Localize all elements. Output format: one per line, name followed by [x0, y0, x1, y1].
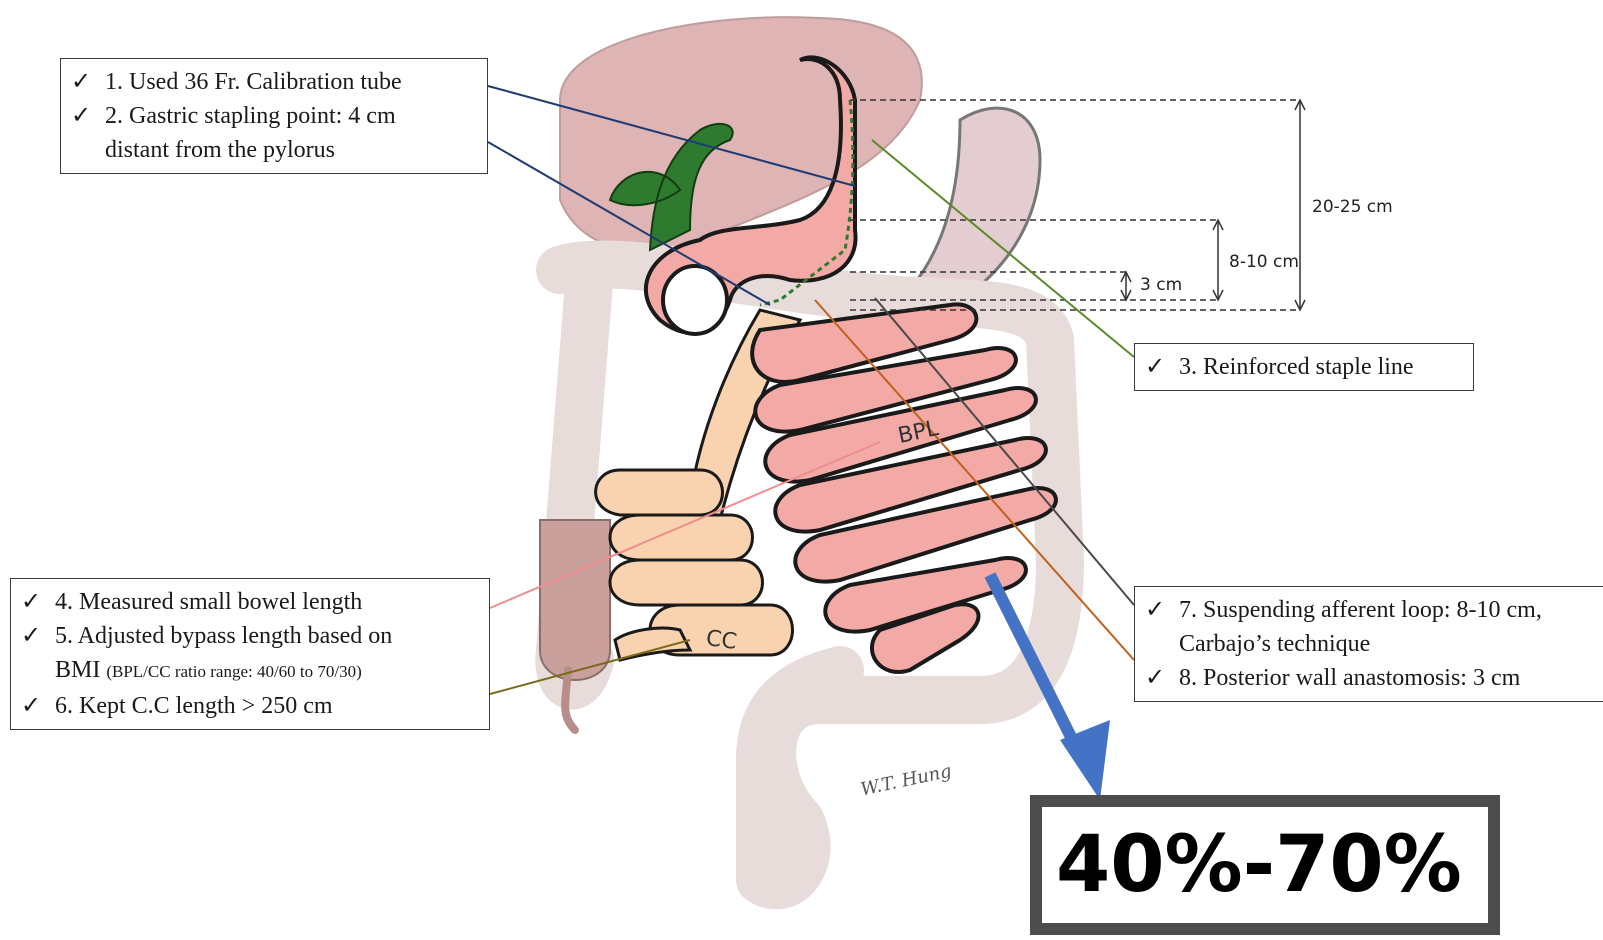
ratio-note: (BPL/CC ratio range: 40/60 to 70/30): [106, 662, 361, 681]
dimension-total: 20-25 cm: [1312, 197, 1393, 217]
callout-text: 6. Kept C.C length > 250 cm: [55, 689, 333, 723]
check-icon: ✓: [1145, 661, 1179, 695]
check-icon: ✓: [1145, 350, 1179, 384]
callout-text: 7. Suspending afferent loop: 8-10 cm,: [1179, 593, 1542, 627]
callout-staple-line: ✓3. Reinforced staple line: [1134, 343, 1474, 391]
result-value: 40%-70%: [1056, 820, 1462, 910]
callout-text: 2. Gastric stapling point: 4 cm: [105, 99, 396, 133]
dimension-loop: 8-10 cm: [1229, 252, 1299, 272]
check-icon: ✓: [21, 619, 55, 653]
callout-bowel-length: ✓4. Measured small bowel length ✓5. Adju…: [10, 578, 490, 730]
check-icon: ✓: [71, 99, 105, 133]
callout-text: 1. Used 36 Fr. Calibration tube: [105, 65, 402, 99]
check-icon: ✓: [71, 65, 105, 99]
callout-calibration: ✓1. Used 36 Fr. Calibration tube ✓2. Gas…: [60, 58, 488, 174]
check-icon: ✓: [1145, 593, 1179, 627]
result-box: 40%-70%: [1030, 795, 1500, 935]
callout-text-continuation: distant from the pylorus: [71, 133, 477, 167]
callout-text-continuation: Carbajo’s technique: [1145, 627, 1593, 661]
cc-label: CC: [704, 626, 738, 655]
dimension-anastomosis: 3 cm: [1140, 275, 1182, 295]
common-channel: [596, 470, 793, 660]
callout-text-continuation: BMI: [55, 657, 100, 683]
pylorus-hole: [663, 266, 727, 334]
check-icon: ✓: [21, 585, 55, 619]
callout-afferent-loop: ✓7. Suspending afferent loop: 8-10 cm, C…: [1134, 586, 1603, 702]
callout-text: 5. Adjusted bypass length based on: [55, 619, 392, 653]
ascending-colon: [540, 520, 610, 680]
callout-text: 8. Posterior wall anastomosis: 3 cm: [1179, 661, 1520, 695]
callout-text: 4. Measured small bowel length: [55, 585, 362, 619]
check-icon: ✓: [21, 689, 55, 723]
callout-text: 3. Reinforced staple line: [1179, 350, 1414, 384]
